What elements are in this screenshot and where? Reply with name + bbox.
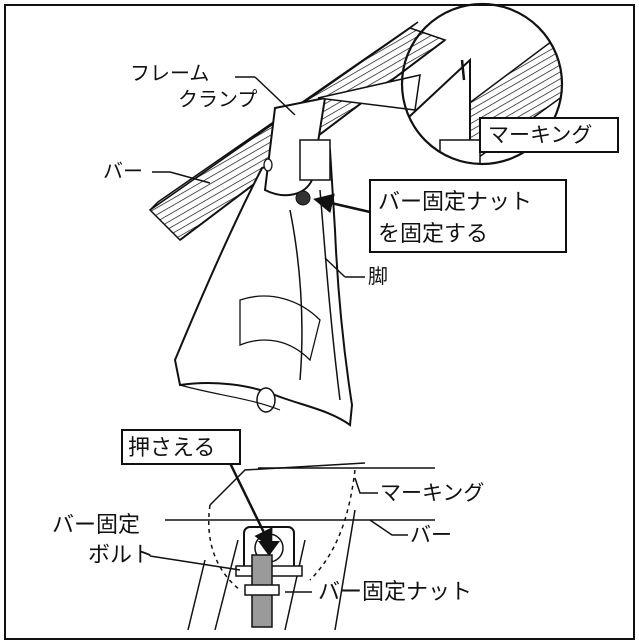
leg-body [173,148,354,427]
frame-clamp [263,96,331,206]
nut-callout: バー固定ナット を固定する [313,179,567,253]
label-bolt-2: ボルト [88,543,154,568]
label-nut-box-1: バー固定ナット [378,190,532,215]
label-bar-top: バー [103,159,143,183]
label-marking-lower: マーキング [380,481,484,505]
label-frame-clamp-2: クランプ [178,87,257,111]
label-bar-lower: バー [410,523,452,547]
press-callout: 押さえる [121,429,241,465]
label-press-box: 押さえる [128,436,215,461]
outer-frame [4,4,635,640]
lower-detail [165,462,435,631]
label-leg: 脚 [368,264,388,288]
label-nut-lower: バー固定ナット [318,580,472,605]
label-nut-box-2: を固定する [378,222,488,247]
label-frame-clamp-1: フレーム [130,61,209,85]
label-bolt-1: バー固定 [52,513,140,538]
marking-callout: マーキング [479,117,619,153]
nut-icon [295,190,311,206]
press-arrow [228,462,273,550]
label-marking-box: マーキング [488,123,592,147]
magnifier-inset [317,2,564,166]
leg-hole [256,387,276,413]
